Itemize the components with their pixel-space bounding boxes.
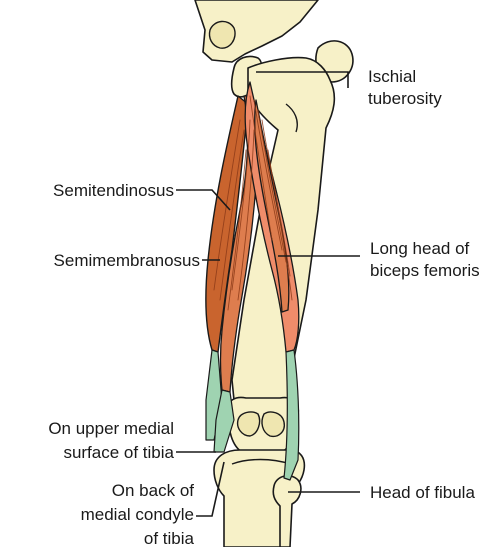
label-biceps-line2: biceps femoris: [370, 261, 480, 280]
label-ischial-line2: tuberosity: [368, 89, 442, 108]
label-back-condyle-line3: of tibia: [144, 529, 195, 547]
label-ischial-line1: Ischial: [368, 67, 416, 86]
label-upper-medial-line2: surface of tibia: [63, 443, 174, 462]
label-biceps-line1: Long head of: [370, 239, 470, 258]
label-back-condyle-line1: On back of: [112, 481, 194, 500]
label-back-condyle-line2: medial condyle: [81, 505, 194, 524]
label-semitendinosus: Semitendinosus: [53, 181, 174, 200]
label-head-fibula: Head of fibula: [370, 483, 475, 502]
label-semimembranosus: Semimembranosus: [54, 251, 200, 270]
label-upper-medial-line1: On upper medial: [48, 419, 174, 438]
